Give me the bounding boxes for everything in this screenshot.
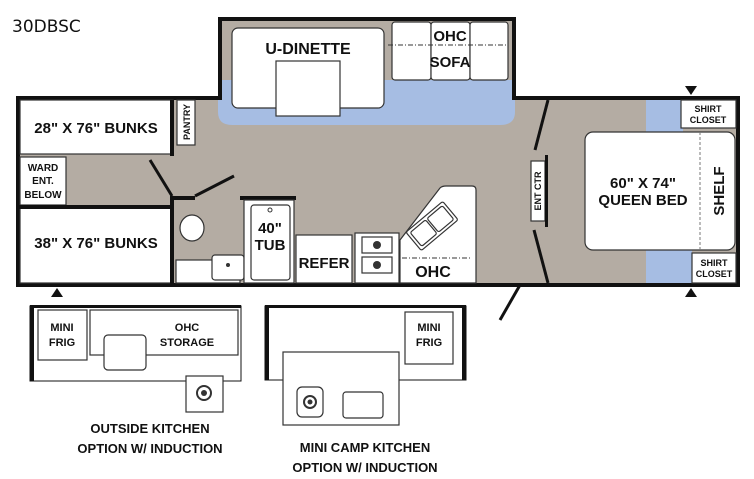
outside-kitchen-option xyxy=(29,305,242,413)
closet-bottom-label-1: SHIRT xyxy=(701,258,729,268)
ok-caption-1: OUTSIDE KITCHEN xyxy=(90,421,209,436)
shirt-closet-bottom xyxy=(691,252,737,284)
entry-door[interactable] xyxy=(498,284,522,321)
marker-triangle-icon xyxy=(685,288,697,297)
bunks-bottom-label: 38" X 76" BUNKS xyxy=(34,235,157,252)
mini-camp-kitchen-option xyxy=(264,305,467,426)
ok-storage-label-1: OHC xyxy=(175,322,200,334)
dinette-label: U-DINETTE xyxy=(265,41,351,58)
mck-caption-2: OPTION W/ INDUCTION xyxy=(292,460,437,475)
ward-label-1: WARD xyxy=(28,163,59,174)
refer-label: REFER xyxy=(299,255,350,272)
bunks-top-label: 28" X 76" BUNKS xyxy=(34,120,157,137)
ok-frig-label-2: FRIG xyxy=(49,337,75,349)
kitchen-ohc-label: OHC xyxy=(415,264,451,281)
pantry xyxy=(176,99,196,146)
bed-label-1: 60" X 74" xyxy=(610,175,676,192)
ward-label-3: BELOW xyxy=(24,190,62,201)
mck-frig-label-2: FRIG xyxy=(416,337,442,349)
kitchen-sink-icon xyxy=(406,201,458,251)
exterior-walls xyxy=(16,17,740,287)
ok-caption-2: OPTION W/ INDUCTION xyxy=(77,441,222,456)
bedroom-floor-top xyxy=(646,100,683,133)
bedroom-floor-bottom xyxy=(646,250,692,283)
sink-icon xyxy=(103,334,147,371)
bunk-door[interactable] xyxy=(148,159,174,197)
marker-triangle-icon xyxy=(685,86,697,95)
ward-label-2: ENT. xyxy=(32,176,54,187)
marker-triangle-icon xyxy=(51,288,63,297)
sink-icon xyxy=(342,391,384,419)
dinette-table xyxy=(275,60,341,117)
divider-top xyxy=(533,99,550,151)
shelf-label: SHELF xyxy=(711,166,728,215)
sofa-ohc-label: OHC xyxy=(433,28,467,45)
divider-bottom xyxy=(532,229,550,284)
pantry-label: PANTRY xyxy=(182,104,192,140)
closet-top-label-2: CLOSET xyxy=(690,115,727,125)
model-name: 30DBSC xyxy=(12,17,81,37)
ok-frig-label-1: MINI xyxy=(50,322,73,334)
sofa-label: SOFA xyxy=(430,54,471,71)
bunks-top xyxy=(19,99,174,155)
closet-top-label-1: SHIRT xyxy=(695,104,723,114)
sofa xyxy=(388,21,509,81)
ent-ctr-label: ENT CTR xyxy=(533,171,543,210)
mck-frig-label-1: MINI xyxy=(417,322,440,334)
bath-sink-icon xyxy=(211,254,245,281)
ok-storage-label-2: STORAGE xyxy=(160,337,214,349)
closet-bottom-label-2: CLOSET xyxy=(696,269,733,279)
queen-bed xyxy=(584,131,736,251)
refrigerator xyxy=(295,234,353,284)
mck-caption-1: MINI CAMP KITCHEN xyxy=(300,440,430,455)
stove-icon xyxy=(354,232,400,284)
bath-door[interactable] xyxy=(194,174,235,198)
tub-label-1: 40" xyxy=(258,220,282,237)
bed-label-2: QUEEN BED xyxy=(598,192,687,209)
toilet-icon xyxy=(179,214,205,242)
shirt-closet-top xyxy=(680,99,737,129)
tub-label-2: TUB xyxy=(255,237,286,254)
